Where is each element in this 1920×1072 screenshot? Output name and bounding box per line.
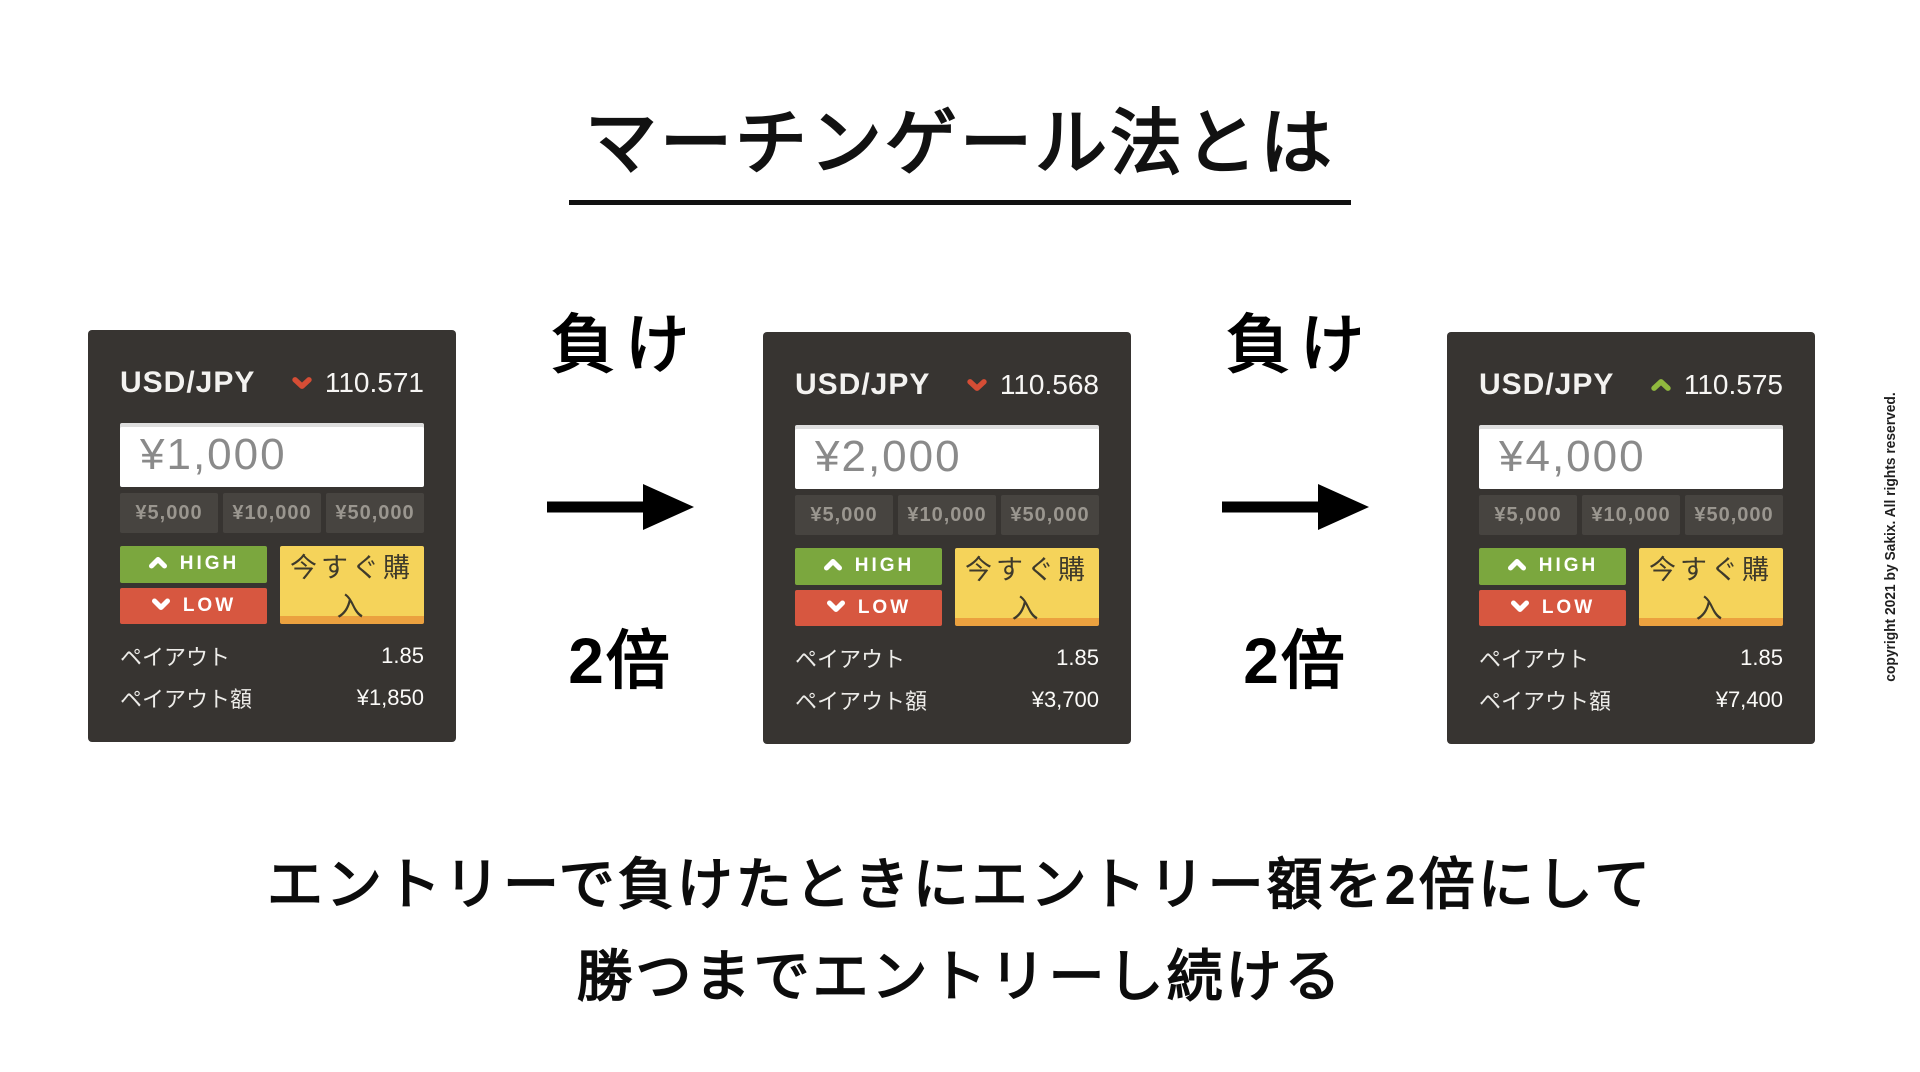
- chevron-up-icon: [148, 553, 168, 575]
- result-label: 負け: [551, 309, 699, 381]
- arrow-right-icon: [500, 483, 740, 536]
- price-value: 110.575: [1683, 369, 1783, 400]
- trade-row: HIGH LOW 今すぐ購入: [120, 546, 424, 624]
- low-button[interactable]: LOW: [1479, 589, 1626, 626]
- payout-amount-label: ペイアウト額: [795, 689, 928, 714]
- high-low-column: HIGH LOW: [795, 548, 942, 626]
- chevron-down-icon: [1510, 597, 1530, 619]
- chevron-up-icon: [823, 555, 843, 577]
- payout-amount-label: ペイアウト額: [120, 687, 253, 712]
- payout-amount-value: ¥1,850: [356, 685, 424, 710]
- action-label: 2倍: [1243, 625, 1347, 697]
- price-value: 110.568: [999, 369, 1099, 400]
- payout-rate-value: 1.85: [1740, 645, 1783, 670]
- preset-10000-button[interactable]: ¥10,000: [1582, 495, 1680, 535]
- chevron-down-icon: [826, 597, 846, 619]
- currency-pair-label: USD/JPY: [120, 366, 256, 399]
- high-button-label: HIGH: [179, 553, 240, 575]
- trade-panel: USD/JPY 110.568 ¥5,000 ¥10,000 ¥50,000 H…: [763, 332, 1131, 744]
- buy-now-button[interactable]: 今すぐ購入: [280, 546, 424, 624]
- preset-5000-button[interactable]: ¥5,000: [120, 493, 218, 533]
- caption-line-1: エントリーで負けたときにエントリー額を2倍にして: [266, 853, 1654, 916]
- payout-rate-row: ペイアウト 1.85: [795, 642, 1099, 674]
- payout-amount-row: ペイアウト額 ¥3,700: [795, 684, 1099, 716]
- result-label: 負け: [1226, 309, 1374, 381]
- payout-amount-value: ¥7,400: [1715, 687, 1783, 712]
- payout-amount-value: ¥3,700: [1031, 687, 1099, 712]
- payout-amount-label: ペイアウト額: [1479, 689, 1612, 714]
- high-low-column: HIGH LOW: [120, 546, 267, 624]
- payout-amount-row: ペイアウト額 ¥7,400: [1479, 684, 1783, 716]
- trend-down-icon: [966, 378, 988, 392]
- high-button-label: HIGH: [1538, 555, 1599, 577]
- payout-rate-label: ペイアウト: [120, 645, 231, 670]
- title-wrap: マーチンゲール法とは: [0, 104, 1920, 206]
- trade-panel: USD/JPY 110.575 ¥5,000 ¥10,000 ¥50,000 H…: [1447, 332, 1815, 744]
- amount-input[interactable]: [120, 423, 424, 487]
- preset-10000-button[interactable]: ¥10,000: [223, 493, 321, 533]
- preset-50000-button[interactable]: ¥50,000: [1685, 495, 1783, 535]
- pair-row: USD/JPY 110.571: [120, 366, 424, 399]
- trend-down-icon: [291, 376, 313, 390]
- copyright-notice: copyright 2021 by Sakix. All rights rese…: [1882, 392, 1899, 682]
- chevron-up-icon: [1507, 555, 1527, 577]
- low-button[interactable]: LOW: [795, 589, 942, 626]
- trade-row: HIGH LOW 今すぐ購入: [795, 548, 1099, 626]
- price-value: 110.571: [324, 367, 424, 398]
- page-title: マーチンゲール法とは: [568, 104, 1351, 206]
- payout-rate-row: ペイアウト 1.85: [1479, 642, 1783, 674]
- preset-5000-button[interactable]: ¥5,000: [1479, 495, 1577, 535]
- buy-now-button[interactable]: 今すぐ購入: [1639, 548, 1783, 626]
- currency-pair-label: USD/JPY: [1479, 368, 1615, 401]
- trade-row: HIGH LOW 今すぐ購入: [1479, 548, 1783, 626]
- arrow-right-icon: [1175, 483, 1415, 536]
- payout-rate-value: 1.85: [381, 643, 424, 668]
- transition: 負け 2倍: [500, 280, 740, 710]
- trend-up-icon: [1650, 378, 1672, 392]
- high-button[interactable]: HIGH: [1479, 548, 1626, 585]
- buy-now-button[interactable]: 今すぐ購入: [955, 548, 1099, 626]
- low-button-label: LOW: [1541, 596, 1596, 618]
- payout-rate-row: ペイアウト 1.85: [120, 640, 424, 672]
- low-button-label: LOW: [857, 596, 912, 618]
- currency-pair-label: USD/JPY: [795, 368, 931, 401]
- low-button-label: LOW: [182, 594, 237, 616]
- transition: 負け 2倍: [1175, 280, 1415, 710]
- pair-row: USD/JPY 110.568: [795, 368, 1099, 401]
- preset-row: ¥5,000 ¥10,000 ¥50,000: [795, 495, 1099, 535]
- amount-input[interactable]: [795, 425, 1099, 489]
- preset-10000-button[interactable]: ¥10,000: [898, 495, 996, 535]
- payout-rate-value: 1.85: [1056, 645, 1099, 670]
- preset-50000-button[interactable]: ¥50,000: [1001, 495, 1099, 535]
- chevron-down-icon: [151, 595, 171, 617]
- low-button[interactable]: LOW: [120, 587, 267, 624]
- amount-input[interactable]: [1479, 425, 1783, 489]
- high-low-column: HIGH LOW: [1479, 548, 1626, 626]
- caption-line-2: 勝つまでエントリーし続ける: [576, 945, 1344, 1008]
- high-button-label: HIGH: [854, 555, 915, 577]
- preset-5000-button[interactable]: ¥5,000: [795, 495, 893, 535]
- payout-rate-label: ペイアウト: [795, 647, 906, 672]
- payout-amount-row: ペイアウト額 ¥1,850: [120, 682, 424, 714]
- preset-row: ¥5,000 ¥10,000 ¥50,000: [120, 493, 424, 533]
- preset-row: ¥5,000 ¥10,000 ¥50,000: [1479, 495, 1783, 535]
- high-button[interactable]: HIGH: [795, 548, 942, 585]
- high-button[interactable]: HIGH: [120, 546, 267, 583]
- action-label: 2倍: [568, 625, 672, 697]
- payout-rate-label: ペイアウト: [1479, 647, 1590, 672]
- trade-panel: USD/JPY 110.571 ¥5,000 ¥10,000 ¥50,000 H…: [88, 330, 456, 742]
- pair-row: USD/JPY 110.575: [1479, 368, 1783, 401]
- preset-50000-button[interactable]: ¥50,000: [326, 493, 424, 533]
